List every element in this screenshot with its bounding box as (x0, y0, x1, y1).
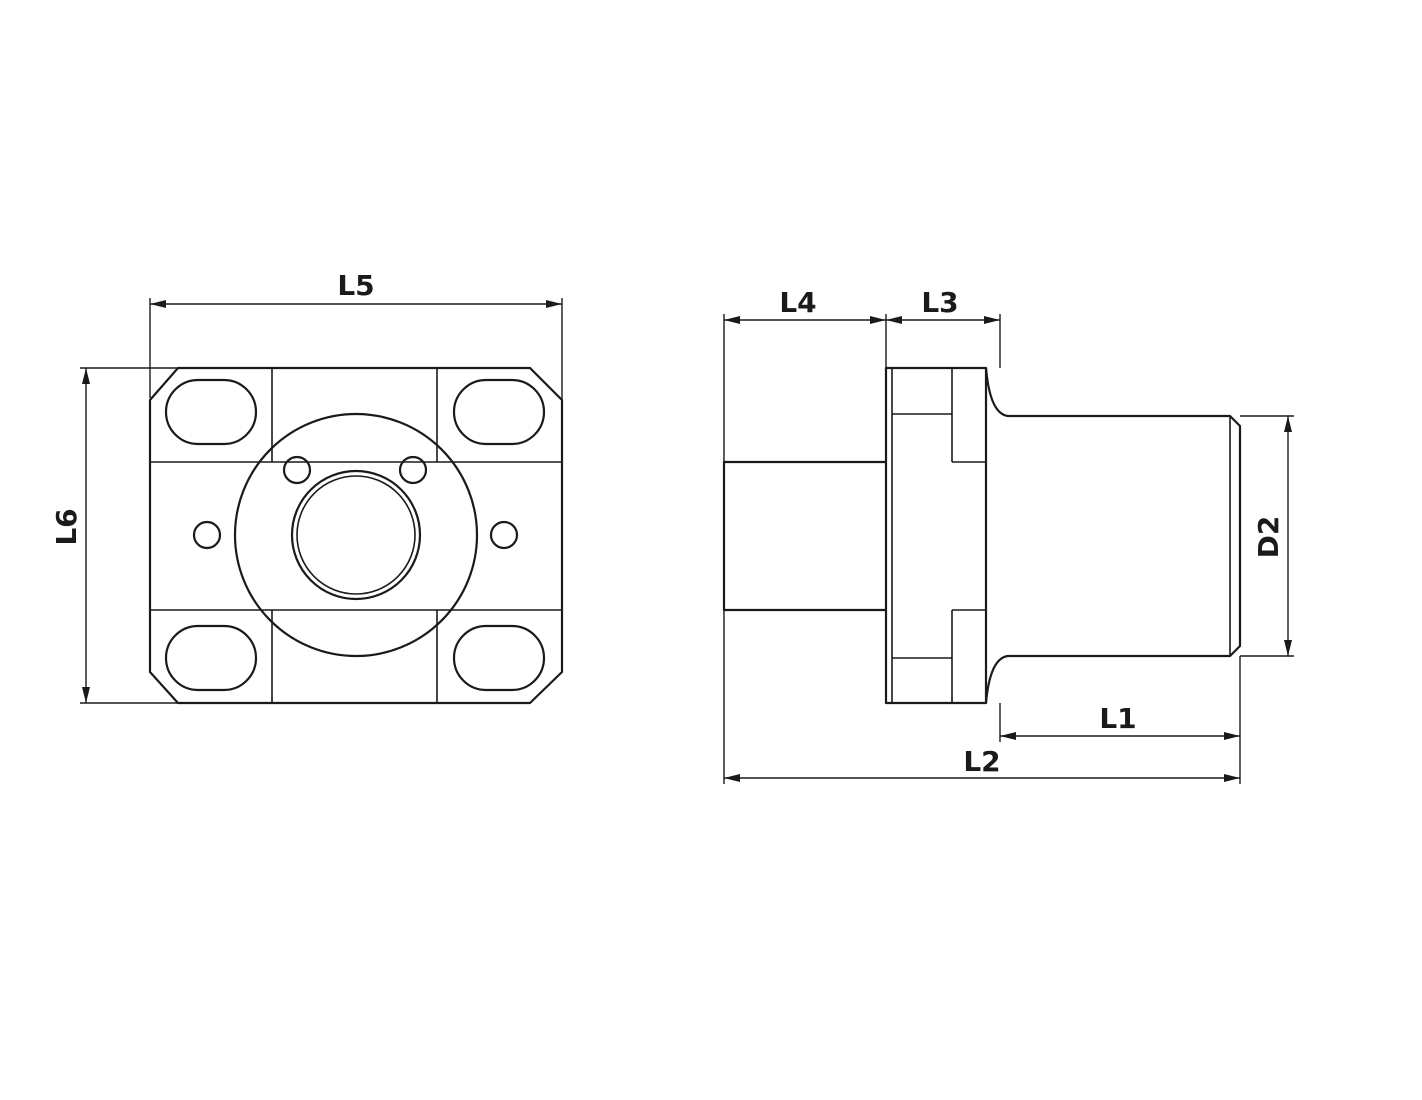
rear-hub (722, 460, 886, 612)
bore-inner (296, 475, 416, 595)
dimension-l3: L3 (886, 286, 1001, 368)
dimension-l5: L5 (149, 269, 563, 412)
front-shank (984, 367, 1242, 704)
central-flange-circle (233, 412, 479, 658)
dimension-label-d2: D2 (1252, 516, 1285, 559)
slot-bottom-right (452, 624, 546, 692)
bore-outer (290, 469, 422, 601)
dimension-l4: L4 (723, 286, 887, 462)
slot-bottom-left (164, 624, 258, 692)
dimension-l6: L6 (50, 367, 178, 704)
pin-hole-left (192, 520, 222, 550)
pin-hole-upper-left (282, 455, 312, 485)
pin-hole-right (489, 520, 519, 550)
slot-top-right (452, 378, 546, 446)
dimension-label-l1: L1 (1099, 702, 1136, 735)
dimension-label-l4: L4 (779, 286, 816, 319)
dimension-label-l3: L3 (921, 286, 958, 319)
side-view (722, 366, 1242, 705)
front-view (148, 366, 564, 705)
dimension-d2: D2 (1240, 415, 1294, 657)
dimension-l1: L1 (999, 656, 1241, 784)
flange-body (884, 366, 988, 705)
dimension-label-l6: L6 (50, 508, 83, 545)
pin-hole-upper-right (398, 455, 428, 485)
slot-top-left (164, 378, 258, 446)
dimension-label-l2: L2 (963, 745, 1000, 778)
dimension-l2: L2 (723, 610, 1240, 784)
dimension-label-l5: L5 (337, 269, 374, 302)
front-body-outline (148, 366, 564, 705)
